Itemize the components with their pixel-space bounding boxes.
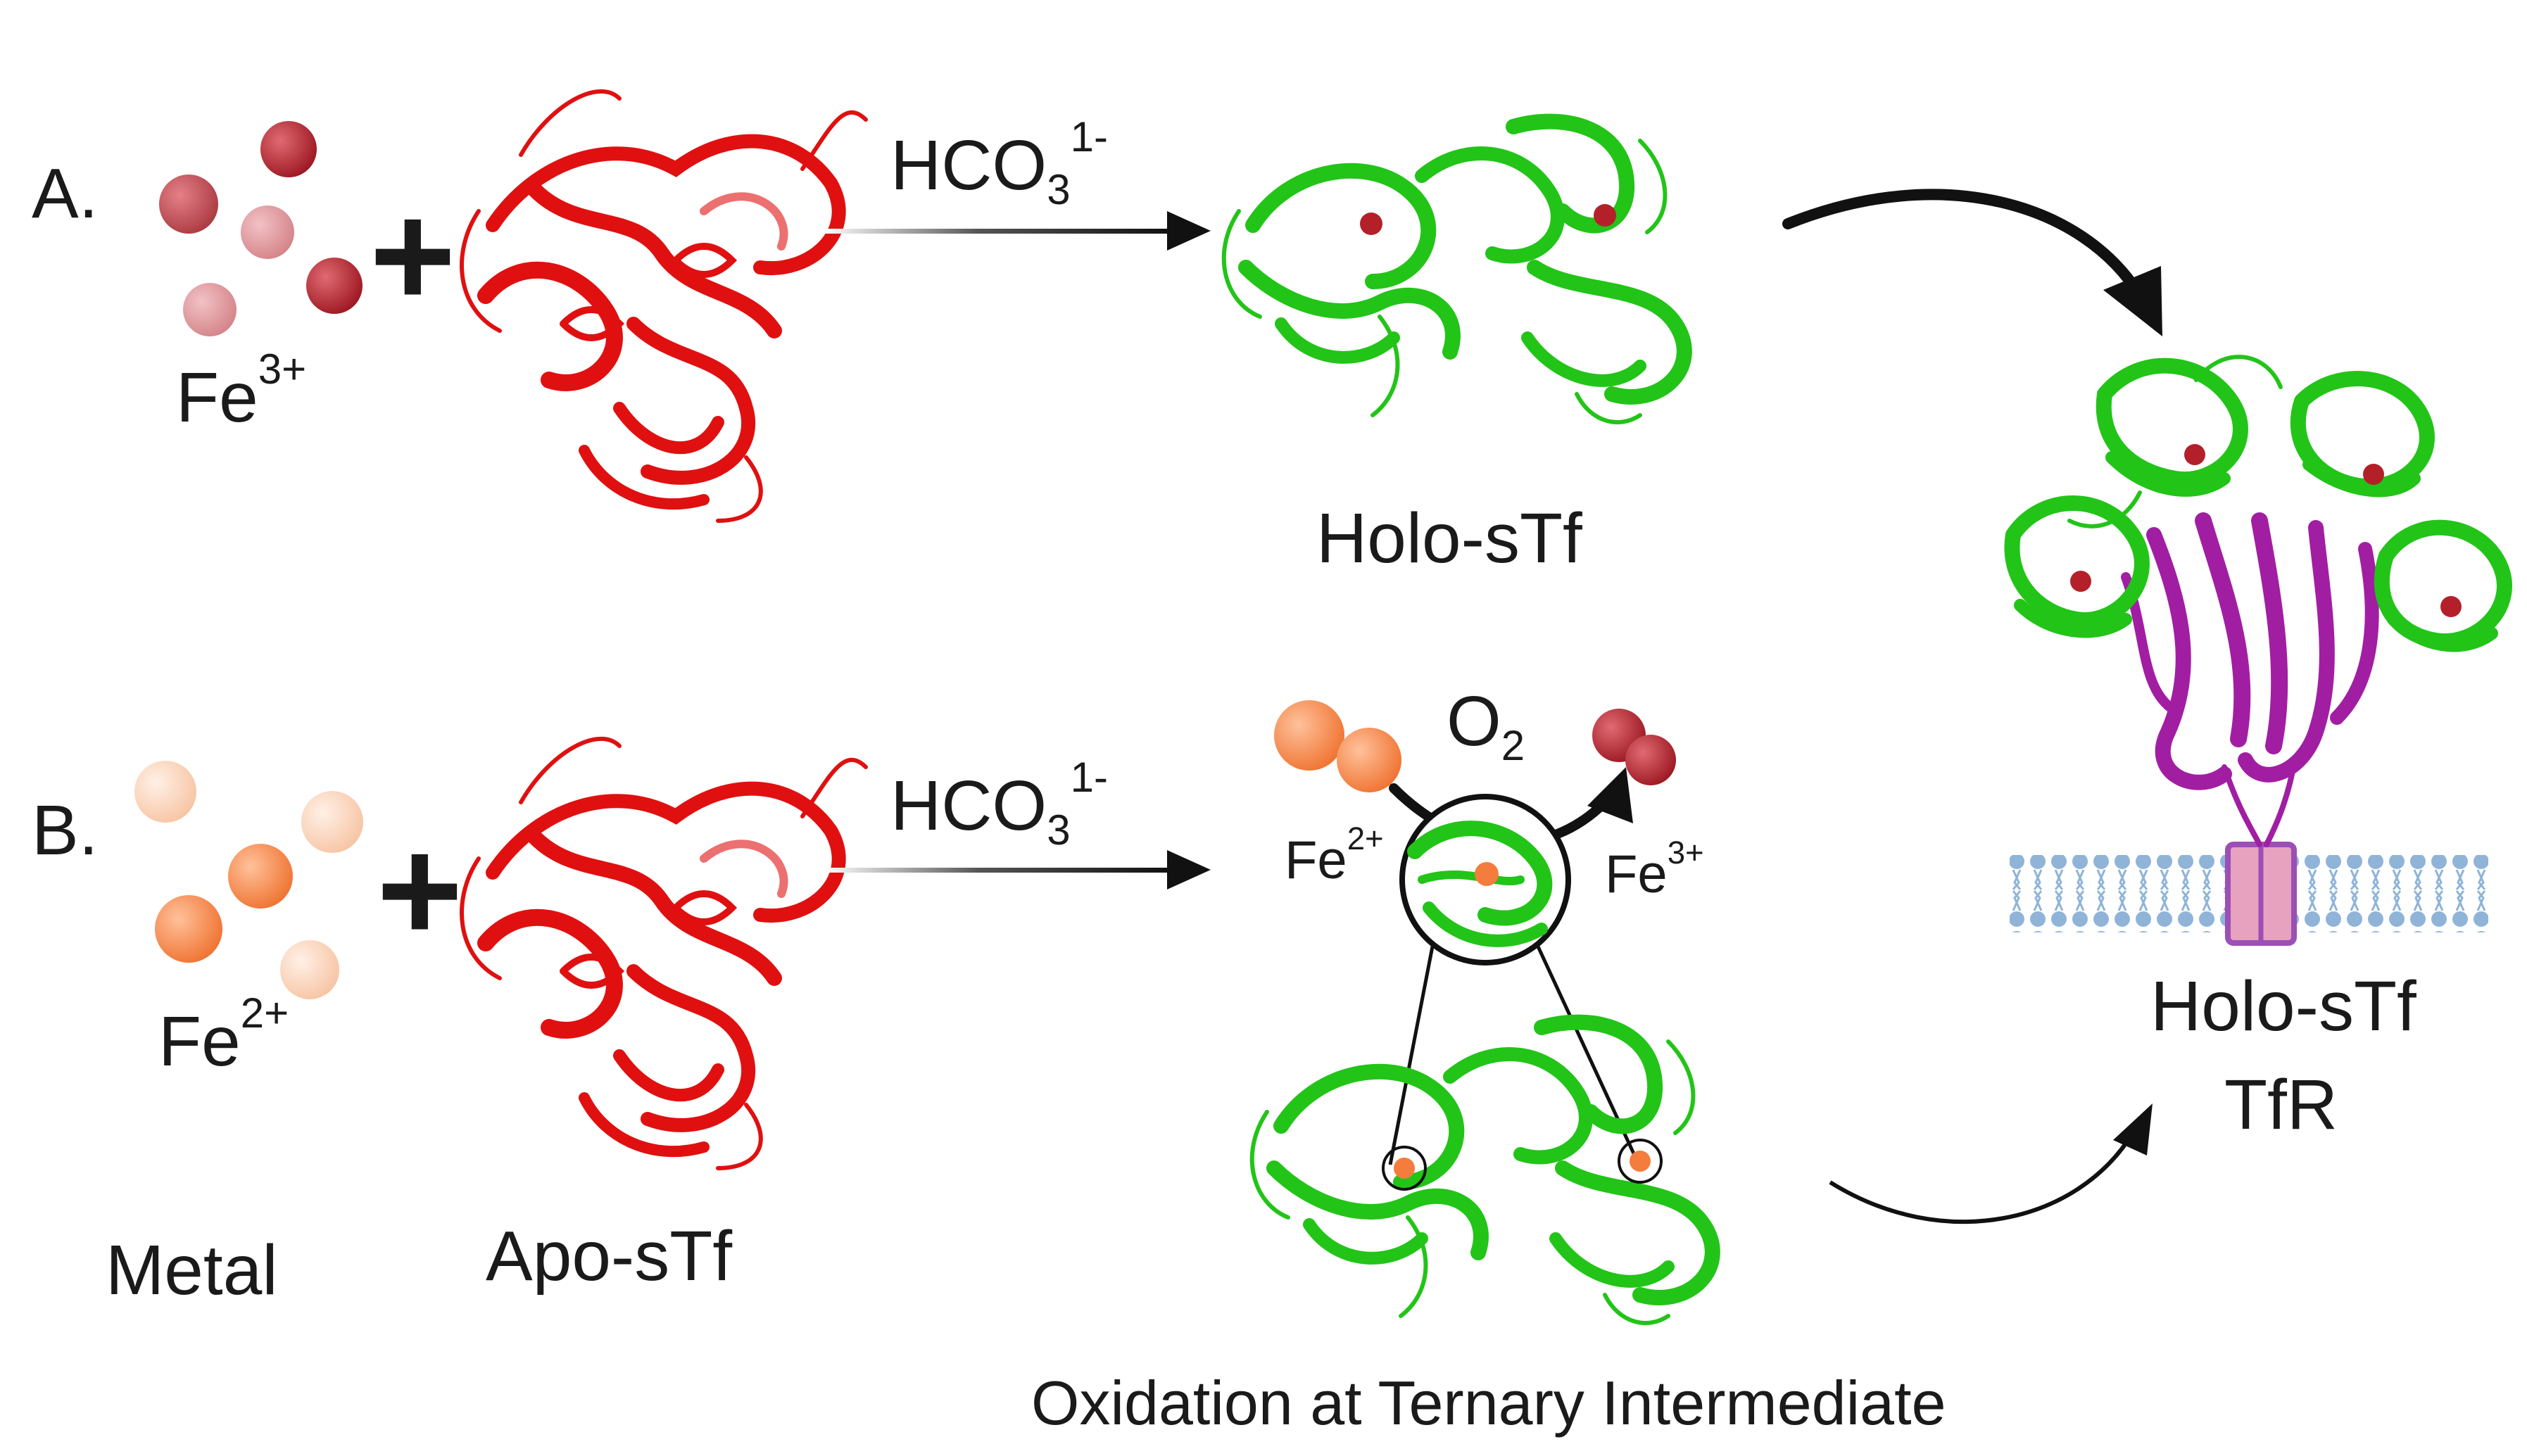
oxidation-caption: Oxidation at Ternary Intermediate [1031,1368,1946,1438]
panel-a-reagent: HCO31- [890,113,1108,213]
holo-protein-a [1221,113,1692,424]
bound-fe3 [1594,204,1616,227]
oxidation-inset [1274,700,1676,1165]
fe3-ion [306,258,363,314]
fe2-ion [1274,700,1344,771]
bound-fe3 [2363,464,2384,485]
fe3-ion [241,205,294,259]
arrow-a-reaction [824,211,1211,251]
fe2-ion [301,791,363,853]
bound-fe3 [1360,213,1382,235]
panel-b-metal-label: Fe2+ [158,989,289,1081]
panel-b-label: B. [32,791,99,870]
panel-a-metal-label: Fe3+ [176,346,307,437]
panel-a-product-label: Holo-sTf [1316,499,1582,578]
apo-stf-label: Apo-sTf [486,1217,733,1296]
fe3-inset-label: Fe3+ [1605,834,1704,904]
fe2-ion [228,844,293,909]
oxygen-label: O2 [1447,682,1525,769]
complex-label-tfr: TfR [2224,1065,2338,1144]
fe2-inset-label: Fe2+ [1285,820,1384,890]
holo-stf-tfr-complex [2004,355,2512,946]
fe3-ion [183,283,237,336]
fe2-ion [280,940,339,999]
metal-label: Metal [106,1231,278,1310]
panel-b-plus: + [377,807,463,973]
bound-fe3 [2070,571,2091,592]
fe3-ion [260,121,317,177]
bound-fe2 [1475,862,1499,886]
fe3-ion [1625,735,1676,785]
apo-protein-b [460,737,868,1170]
panel-b-reagent: HCO31- [890,754,1108,854]
fe2-ion [1337,728,1401,792]
bound-fe3 [2184,444,2205,465]
panel-a-plus: + [370,172,456,338]
panel-b-fe2-ions [134,761,363,999]
arrow-b-reaction [824,850,1211,890]
ternary-intermediate-protein [1249,1014,1720,1325]
curved-arrow-b-to-complex [1829,1103,2153,1224]
panel-a-label: A. [32,154,99,233]
bound-fe2 [1394,1158,1415,1179]
bound-fe3 [2440,596,2462,617]
complex-label-holo: Holo-sTf [2150,967,2416,1046]
fe2-ion [155,895,222,963]
fe3-ion [159,175,218,234]
panel-a-fe3-ions [159,121,363,336]
curved-arrow-to-complex [1782,189,2162,336]
bound-fe2 [1630,1151,1651,1172]
apo-protein-a [460,89,868,523]
fe2-ion [134,761,196,823]
